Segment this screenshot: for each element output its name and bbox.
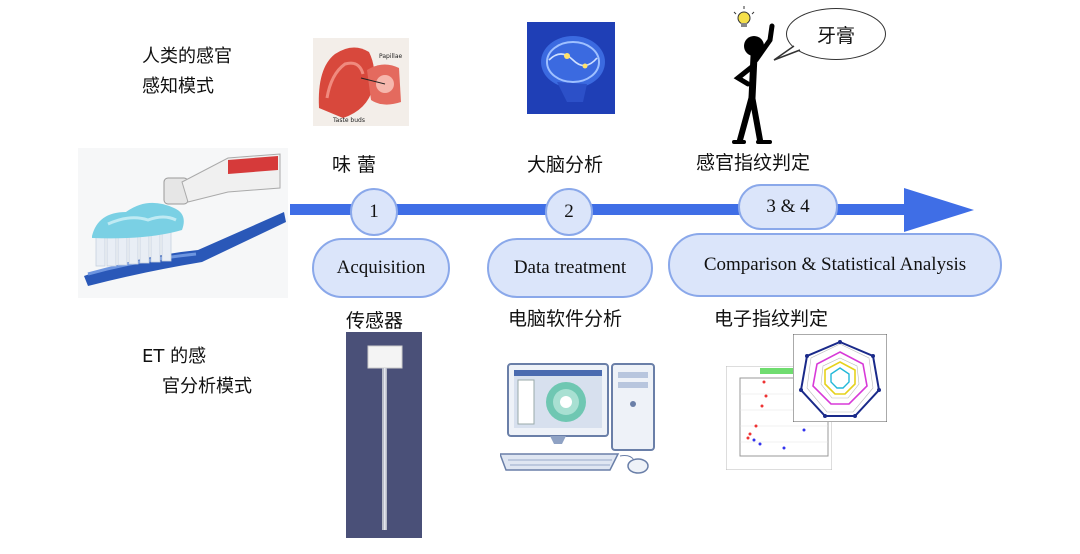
et-analysis-line1: ET 的感: [142, 346, 207, 367]
taste-buds-label: 味 蕾: [332, 154, 377, 176]
comparison-analysis-pill: Comparison & Statistical Analysis: [668, 233, 1002, 297]
computer-software-label: 电脑软件分析: [508, 308, 623, 330]
sensor-label: 传感器: [346, 310, 404, 332]
data-treatment-label: Data treatment: [513, 257, 627, 278]
acquisition-pill: Acquisition: [312, 238, 450, 298]
step-1-number: 1: [369, 201, 379, 222]
sensor-probe-image: [346, 332, 422, 538]
et-analysis-line2: 官分析模式: [162, 376, 252, 397]
toothbrush-image: [78, 148, 288, 298]
radar-chart-image: [793, 334, 887, 422]
step-1-circle: 1: [350, 188, 398, 236]
timeline-arrow: [290, 188, 974, 232]
step-3-4-number: 3 & 4: [766, 196, 810, 217]
svg-text:Papillae: Papillae: [379, 53, 403, 60]
step-2-number: 2: [564, 201, 574, 222]
speech-bubble: 牙膏: [786, 8, 886, 60]
stick-figure-idea-image: [732, 6, 775, 144]
sensory-fingerprint-label: 感官指纹判定: [696, 152, 811, 174]
data-treatment-pill: Data treatment: [487, 238, 653, 298]
step-2-circle: 2: [545, 188, 593, 236]
speech-bubble-tail: [773, 45, 801, 61]
brain-analysis-label: 大脑分析: [527, 154, 604, 176]
computer-image: [500, 363, 655, 474]
human-perception-label: 人类的感官 感知模式: [142, 42, 232, 102]
speech-bubble-text: 牙膏: [816, 24, 855, 47]
svg-text:Taste buds: Taste buds: [332, 117, 365, 124]
electronic-fingerprint-label: 电子指纹判定: [714, 308, 829, 330]
human-perception-line1: 人类的感官: [142, 46, 232, 67]
et-analysis-label: ET 的感 官分析模式: [142, 342, 252, 402]
taste-buds-image: Papillae Taste buds: [313, 38, 409, 126]
comparison-analysis-label: Comparison & Statistical Analysis: [703, 254, 967, 275]
step-3-4-circle: 3 & 4: [738, 184, 838, 230]
acquisition-label: Acquisition: [336, 257, 426, 278]
human-perception-line2: 感知模式: [142, 76, 214, 97]
brain-image: [527, 22, 615, 114]
